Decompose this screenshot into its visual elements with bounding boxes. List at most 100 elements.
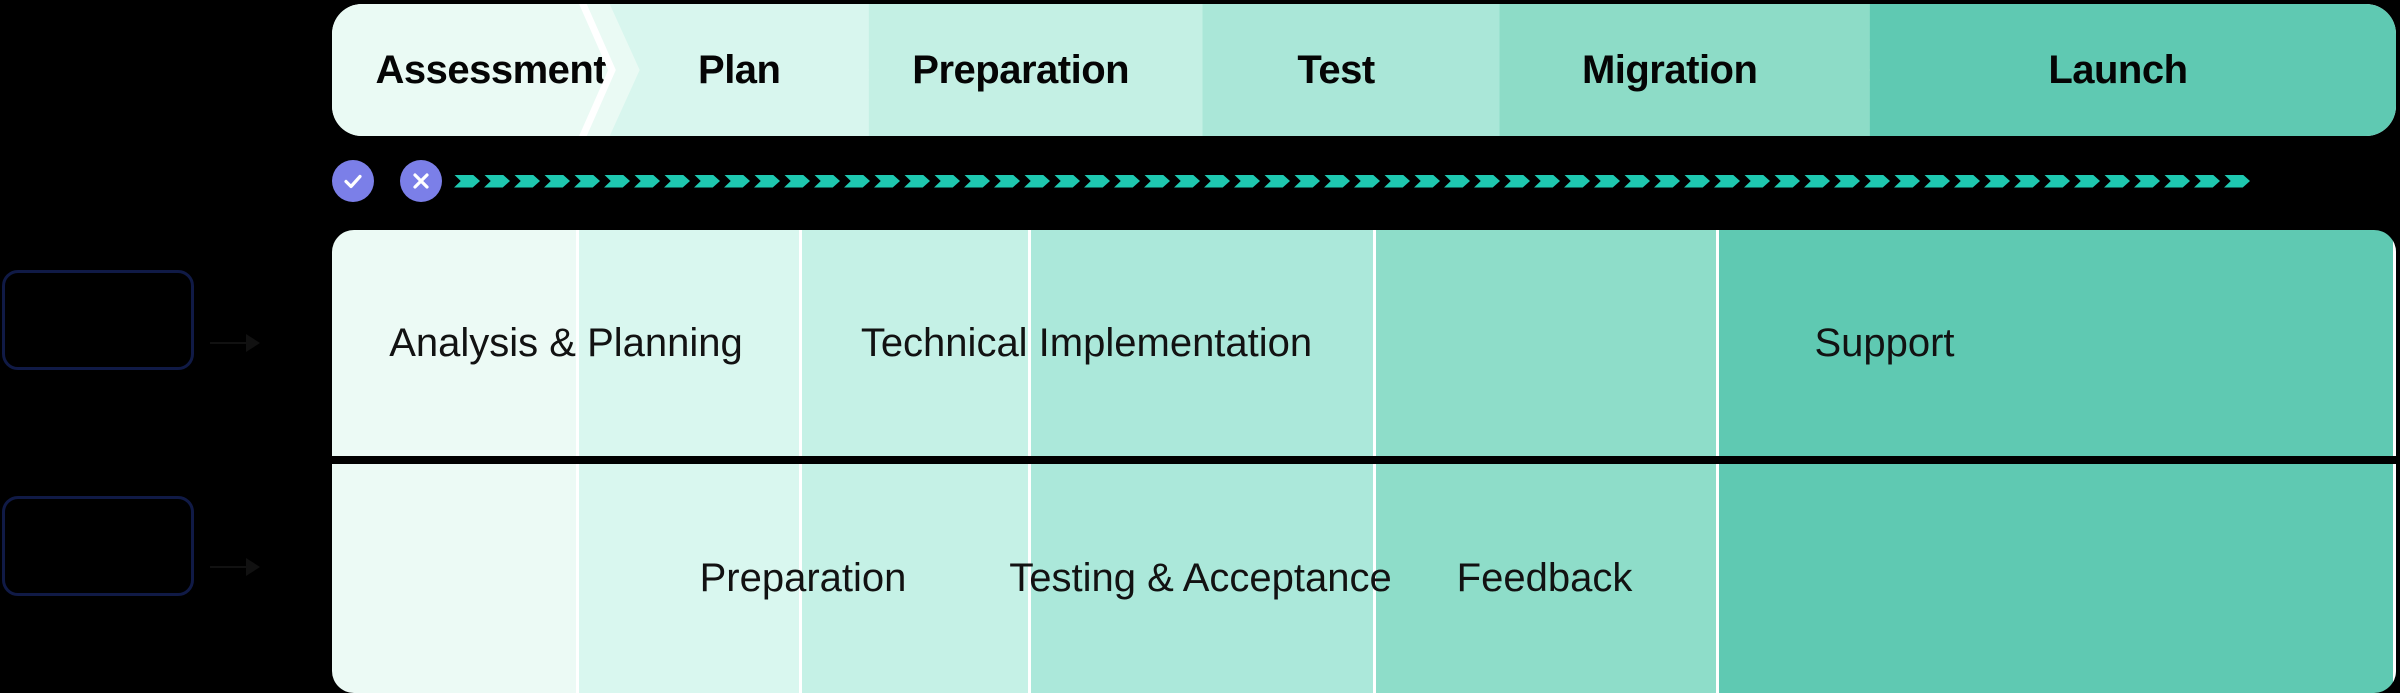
phase-step-launch[interactable]: Launch bbox=[1839, 4, 2396, 136]
connector-tick bbox=[1444, 174, 1470, 188]
grid-label: Preparation bbox=[699, 556, 907, 600]
phase-step-test[interactable]: Test bbox=[1172, 4, 1500, 136]
connector-tick bbox=[2194, 174, 2220, 188]
connector-tick bbox=[844, 174, 870, 188]
connector-tick bbox=[544, 174, 570, 188]
connector-tick bbox=[634, 174, 660, 188]
phase-step-label: Assessment bbox=[375, 47, 607, 92]
connector-tick bbox=[1864, 174, 1890, 188]
close-icon[interactable] bbox=[400, 160, 442, 202]
connector-tick bbox=[2044, 174, 2070, 188]
connector-tick bbox=[2224, 174, 2250, 188]
grid-cell-row-internal-launch bbox=[1718, 230, 2396, 456]
grid-cell-row-customer-launch bbox=[1718, 464, 2396, 693]
connector-tick bbox=[1084, 174, 1110, 188]
phase-step-label: Migration bbox=[1581, 47, 1758, 92]
connector-tick bbox=[1234, 174, 1260, 188]
connector-tick bbox=[1774, 174, 1800, 188]
connector-tick bbox=[514, 174, 540, 188]
connector-tick bbox=[1564, 174, 1590, 188]
connector-tick bbox=[1714, 174, 1740, 188]
connector-tick bbox=[1594, 174, 1620, 188]
connector-tick bbox=[1474, 174, 1500, 188]
connector-tick bbox=[724, 174, 750, 188]
connector-tick-line bbox=[454, 174, 2396, 188]
phase-step-label: Preparation bbox=[912, 47, 1130, 92]
connector-tick bbox=[1294, 174, 1320, 188]
connector-tick bbox=[2104, 174, 2130, 188]
grid-cell-row-customer-preparation bbox=[801, 464, 1031, 693]
connector-tick bbox=[1324, 174, 1350, 188]
connector-tick bbox=[1414, 174, 1440, 188]
phase-chevron-bar: Assessment Plan Preparation Test Migration La… bbox=[332, 4, 2396, 136]
grid-row-internal: Analysis & Planning Technical Implementat… bbox=[332, 230, 2396, 456]
connector-tick bbox=[1384, 174, 1410, 188]
grid-cell-row-internal-plan bbox=[578, 230, 802, 456]
connector-tick bbox=[1264, 174, 1290, 188]
connector-tick bbox=[1114, 174, 1140, 188]
grid-label: Support bbox=[1814, 320, 1955, 365]
connector-tick bbox=[1624, 174, 1650, 188]
grid-label: Technical Implementation bbox=[860, 320, 1313, 365]
connector-tick bbox=[1894, 174, 1920, 188]
connector-tick bbox=[1744, 174, 1770, 188]
grid-label: Testing & Acceptance bbox=[1009, 556, 1392, 600]
connector-tick bbox=[1354, 174, 1380, 188]
grid-cell-row-customer-migration bbox=[1375, 464, 1719, 693]
connector-tick bbox=[784, 174, 810, 188]
connector-tick bbox=[1144, 174, 1170, 188]
connector-tick bbox=[2134, 174, 2160, 188]
side-box-top[interactable] bbox=[2, 270, 194, 370]
arrow-head-top-icon bbox=[246, 334, 260, 352]
phase-step-label: Plan bbox=[698, 47, 781, 92]
grid-cell-row-internal-assessment bbox=[332, 230, 579, 456]
connector-tick bbox=[934, 174, 960, 188]
connector-tick bbox=[1534, 174, 1560, 188]
connector-tick bbox=[664, 174, 690, 188]
phase-step-label: Test bbox=[1297, 47, 1375, 92]
connector-tick bbox=[1654, 174, 1680, 188]
phase-step-plan[interactable]: Plan bbox=[609, 4, 869, 136]
connector-tick bbox=[814, 174, 840, 188]
grid-cell-row-customer-test bbox=[1030, 464, 1376, 693]
connector-tick bbox=[1834, 174, 1860, 188]
connector-tick bbox=[454, 174, 480, 188]
connector-tick bbox=[1174, 174, 1200, 188]
grid-cell-row-internal-preparation bbox=[801, 230, 1031, 456]
grid-cell-row-customer-plan bbox=[578, 464, 802, 693]
connector-tick bbox=[1204, 174, 1230, 188]
grid-label: Feedback bbox=[1456, 556, 1633, 600]
connector-tick bbox=[964, 174, 990, 188]
grid-cell-row-internal-test bbox=[1030, 230, 1376, 456]
connector-tick bbox=[874, 174, 900, 188]
grid-row-customer: Preparation Testing & Acceptance Feedback bbox=[332, 464, 2396, 693]
connector-tick bbox=[2164, 174, 2190, 188]
grid-label: Analysis & Planning bbox=[389, 320, 743, 365]
connector-tick bbox=[574, 174, 600, 188]
phase-step-migration[interactable]: Migration bbox=[1469, 4, 1870, 136]
phase-step-label: Launch bbox=[2048, 47, 2188, 92]
connector-tick bbox=[994, 174, 1020, 188]
connector-tick bbox=[1684, 174, 1710, 188]
connector-tick bbox=[1504, 174, 1530, 188]
phase-step-preparation[interactable]: Preparation bbox=[838, 4, 1203, 136]
connector-tick bbox=[484, 174, 510, 188]
connector-tick bbox=[1024, 174, 1050, 188]
connector-tick bbox=[694, 174, 720, 188]
check-icon[interactable] bbox=[332, 160, 374, 202]
connector-tick bbox=[754, 174, 780, 188]
connector-tick bbox=[2014, 174, 2040, 188]
connector-tick bbox=[1954, 174, 1980, 188]
connector-tick bbox=[1984, 174, 2010, 188]
connector-tick bbox=[1924, 174, 1950, 188]
connector-tick bbox=[604, 174, 630, 188]
connector-tick bbox=[904, 174, 930, 188]
arrow-line-bottom bbox=[210, 566, 254, 568]
grid-cell-row-internal-migration bbox=[1375, 230, 1719, 456]
connector-strip bbox=[332, 160, 2396, 202]
connector-tick bbox=[1054, 174, 1080, 188]
connector-tick bbox=[2074, 174, 2100, 188]
side-box-bottom[interactable] bbox=[2, 496, 194, 596]
phase-step-assessment[interactable]: Assessment bbox=[332, 4, 640, 136]
